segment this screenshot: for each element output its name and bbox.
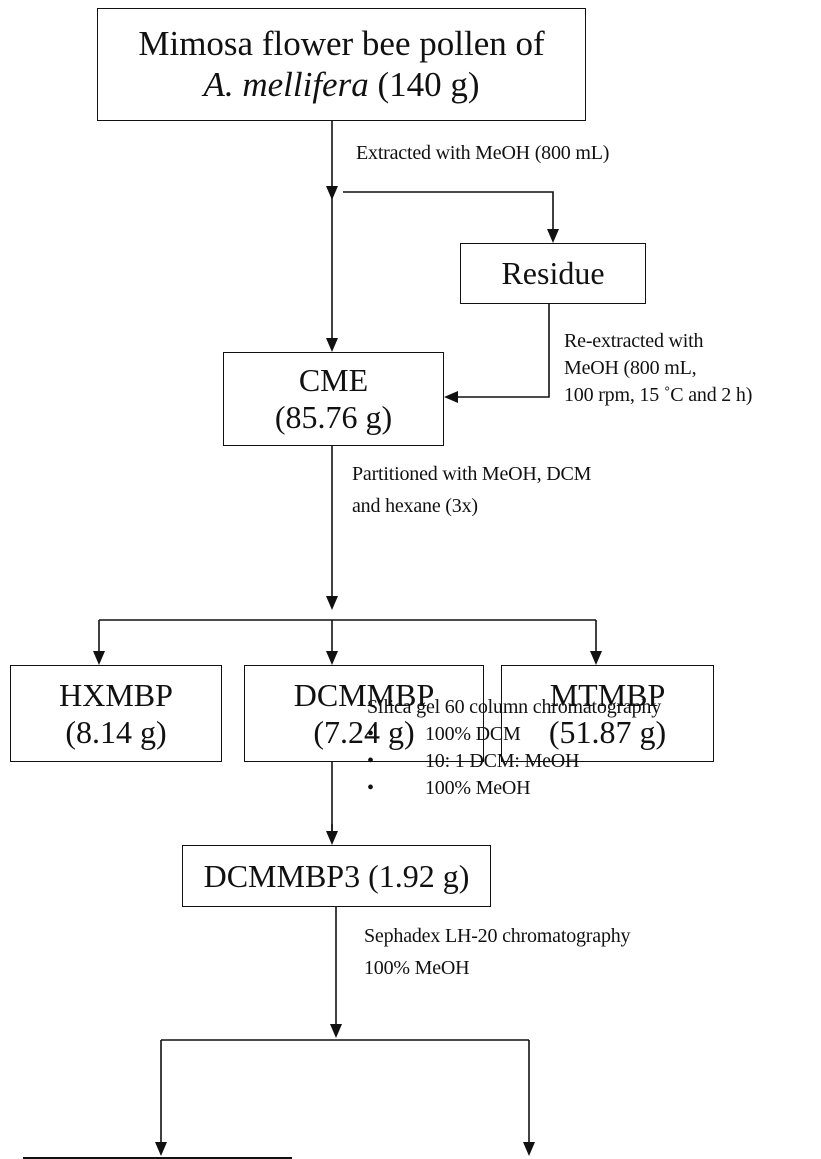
note-silica-item: • 100% MeOH: [367, 775, 661, 802]
note-silica: Silica gel 60 column chromatography • 100…: [367, 694, 661, 802]
arrowhead-branch: [326, 186, 338, 200]
note-silica-item-text: 100% DCM: [425, 723, 521, 745]
note-reextraction-line1: Re-extracted with: [564, 330, 704, 352]
node-hxmbp: HXMBP (8.14 g): [10, 665, 222, 762]
node-cme-line2: (85.76 g): [274, 399, 393, 435]
note-silica-item: • 10: 1 DCM: MeOH: [367, 748, 661, 775]
arrowhead-cme-top: [326, 338, 338, 352]
node-dcmmbp: DCMMBP (7.24 g): [244, 665, 484, 762]
start-mass: (140 g): [368, 64, 480, 104]
note-reextraction: Re-extracted with MeOH (800 mL, 100 rpm,…: [564, 328, 752, 409]
species-name: A. mellifera: [203, 64, 369, 104]
node-mtmbp-line1: MTMBP: [549, 676, 666, 713]
note-sephadex: Sephadex LH-20 chromatography 100% MeOH: [364, 920, 631, 984]
arrowhead-sephadex: [330, 1024, 342, 1038]
edge-residue-to-cme: [458, 303, 550, 398]
bullet-icon: •: [367, 750, 374, 772]
node-mtmbp-line2: (51.87 g): [548, 713, 667, 750]
bullet-icon: •: [367, 723, 374, 745]
node-dcmmbp-line1: DCMMBP: [293, 676, 435, 713]
note-extraction: Extracted with MeOH (800 mL): [356, 142, 610, 164]
note-partition: Partitioned with MeOH, DCM and hexane (3…: [352, 458, 591, 522]
note-silica-item-text: 100% MeOH: [425, 777, 531, 799]
node-start-line1: Mimosa flower bee pollen of: [138, 24, 545, 64]
node-dcmmbp-line2: (7.24 g): [313, 713, 415, 750]
bullet-icon: •: [367, 777, 374, 799]
arrowhead-residue: [547, 229, 559, 243]
arrowhead-dcmmbp3: [326, 831, 338, 845]
arrowhead-mtmbp: [590, 651, 602, 665]
node-hxmbp-line1: HXMBP: [59, 676, 173, 713]
note-silica-item-text: 10: 1 DCM: MeOH: [425, 750, 580, 772]
node-start-line2: A. mellifera (140 g): [203, 65, 479, 105]
arrowhead-partition: [326, 596, 338, 610]
note-reextraction-line2: MeOH (800 mL,: [564, 357, 697, 379]
node-dcmmbp3-label: DCMMBP3 (1.92 g): [203, 857, 470, 894]
arrowhead-dcmmbp3-1: [155, 1142, 167, 1156]
note-sephadex-line2: 100% MeOH: [364, 957, 470, 979]
arrowhead-hxmbp: [93, 651, 105, 665]
note-sephadex-line1: Sephadex LH-20 chromatography: [364, 925, 631, 947]
node-residue: Residue: [460, 243, 646, 304]
edge-start-to-residue: [343, 191, 554, 230]
note-reextraction-line3: 100 rpm, 15 ˚C and 2 h): [564, 384, 753, 406]
arrowhead-cme-right: [444, 391, 458, 403]
note-silica-item: • 100% DCM: [367, 721, 661, 748]
note-partition-line1: Partitioned with MeOH, DCM: [352, 463, 592, 485]
arrowhead-dcmmbp3-2: [523, 1142, 535, 1156]
node-residue-label: Residue: [501, 255, 605, 292]
node-mtmbp: MTMBP (51.87 g): [501, 665, 714, 762]
arrowhead-dcmmbp: [326, 651, 338, 665]
node-start: Mimosa flower bee pollen of A. mellifera…: [97, 8, 586, 121]
node-cme: CME (85.76 g): [223, 352, 444, 446]
note-partition-line2: and hexane (3x): [352, 495, 478, 517]
node-dcmmbp3: DCMMBP3 (1.92 g): [182, 845, 491, 907]
node-hxmbp-line2: (8.14 g): [65, 713, 167, 750]
note-silica-heading: Silica gel 60 column chromatography: [367, 696, 662, 718]
node-cme-line1: CME: [298, 362, 369, 399]
